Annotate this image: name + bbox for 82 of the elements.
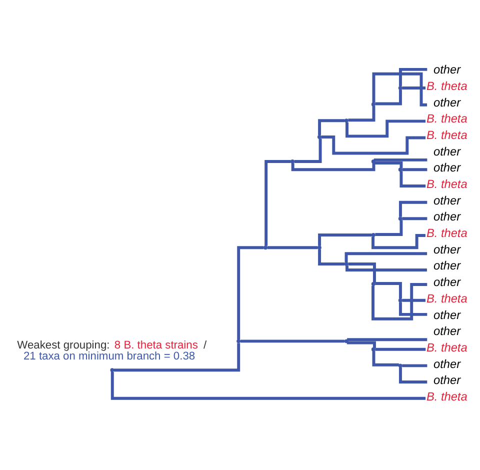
node-point	[317, 135, 322, 139]
node-point	[398, 364, 402, 368]
connector	[375, 90, 402, 106]
connector	[374, 158, 428, 162]
node-point	[398, 216, 402, 221]
node-point	[264, 246, 268, 250]
node-text: B. theta	[426, 177, 468, 192]
label: /	[204, 340, 207, 352]
label: 21 taxa on minimum branch = 0.38	[23, 350, 196, 363]
connector	[398, 367, 428, 384]
connector	[291, 163, 376, 172]
node-point	[344, 339, 348, 344]
node-point	[317, 246, 322, 250]
connector	[372, 234, 426, 250]
node-text: other	[434, 356, 461, 371]
connector	[344, 252, 428, 262]
connector	[375, 282, 402, 299]
connector	[240, 340, 344, 343]
connector	[348, 262, 376, 283]
node-text: other	[434, 95, 461, 110]
node-text: other	[434, 210, 461, 224]
node-point	[371, 347, 376, 352]
node-text: other	[434, 373, 461, 388]
connector	[402, 86, 426, 90]
connector	[264, 160, 291, 246]
node-text: B. theta	[426, 128, 468, 142]
connector	[398, 68, 428, 86]
node-text: B. theta	[426, 340, 468, 354]
node-text: B. theta	[426, 79, 468, 94]
connector	[237, 246, 264, 340]
connector	[375, 348, 426, 351]
connector	[372, 72, 428, 106]
connector	[321, 136, 426, 155]
connector	[110, 372, 426, 400]
label: Weakest grouping:	[17, 340, 110, 352]
connector	[375, 220, 403, 236]
node-point	[236, 339, 241, 344]
node-point	[398, 298, 402, 302]
connector	[318, 234, 372, 246]
connector	[346, 341, 376, 348]
node-point	[344, 262, 348, 266]
connector	[346, 266, 427, 272]
node-point	[110, 368, 114, 372]
node-text: B. theta	[426, 112, 468, 126]
label: 8 B. theta strains	[114, 340, 198, 352]
node-point	[371, 102, 376, 106]
node-text: other	[434, 144, 461, 158]
node-text: B. theta	[426, 389, 468, 404]
node-point	[371, 233, 376, 237]
node-point	[398, 86, 402, 90]
connector	[400, 171, 426, 188]
connector	[402, 217, 428, 220]
connector	[372, 351, 399, 366]
connector	[267, 246, 318, 250]
node-text: other	[434, 242, 461, 256]
node-text: other	[434, 275, 461, 290]
connector	[294, 138, 322, 163]
connector	[348, 106, 376, 122]
connector	[374, 162, 403, 168]
node-text: other	[434, 324, 461, 338]
node-text: other	[434, 308, 461, 322]
connector	[346, 120, 426, 138]
node-point	[398, 168, 402, 172]
node-text: other	[434, 160, 461, 175]
node-point	[290, 160, 294, 164]
connector	[402, 168, 428, 172]
node-point	[371, 160, 376, 164]
connector	[114, 343, 240, 372]
node-text: other	[434, 62, 461, 77]
connector	[398, 200, 428, 217]
node-text: other	[434, 258, 461, 273]
node-point	[344, 118, 348, 123]
connector	[347, 338, 428, 342]
node-text: B. theta	[426, 291, 468, 306]
node-text: B. theta	[426, 226, 468, 240]
node-text: other	[434, 193, 461, 208]
connector	[402, 298, 426, 302]
connector	[318, 119, 345, 136]
node-point	[371, 282, 376, 286]
connector	[318, 249, 345, 266]
connector	[398, 302, 428, 316]
connector	[402, 364, 428, 368]
